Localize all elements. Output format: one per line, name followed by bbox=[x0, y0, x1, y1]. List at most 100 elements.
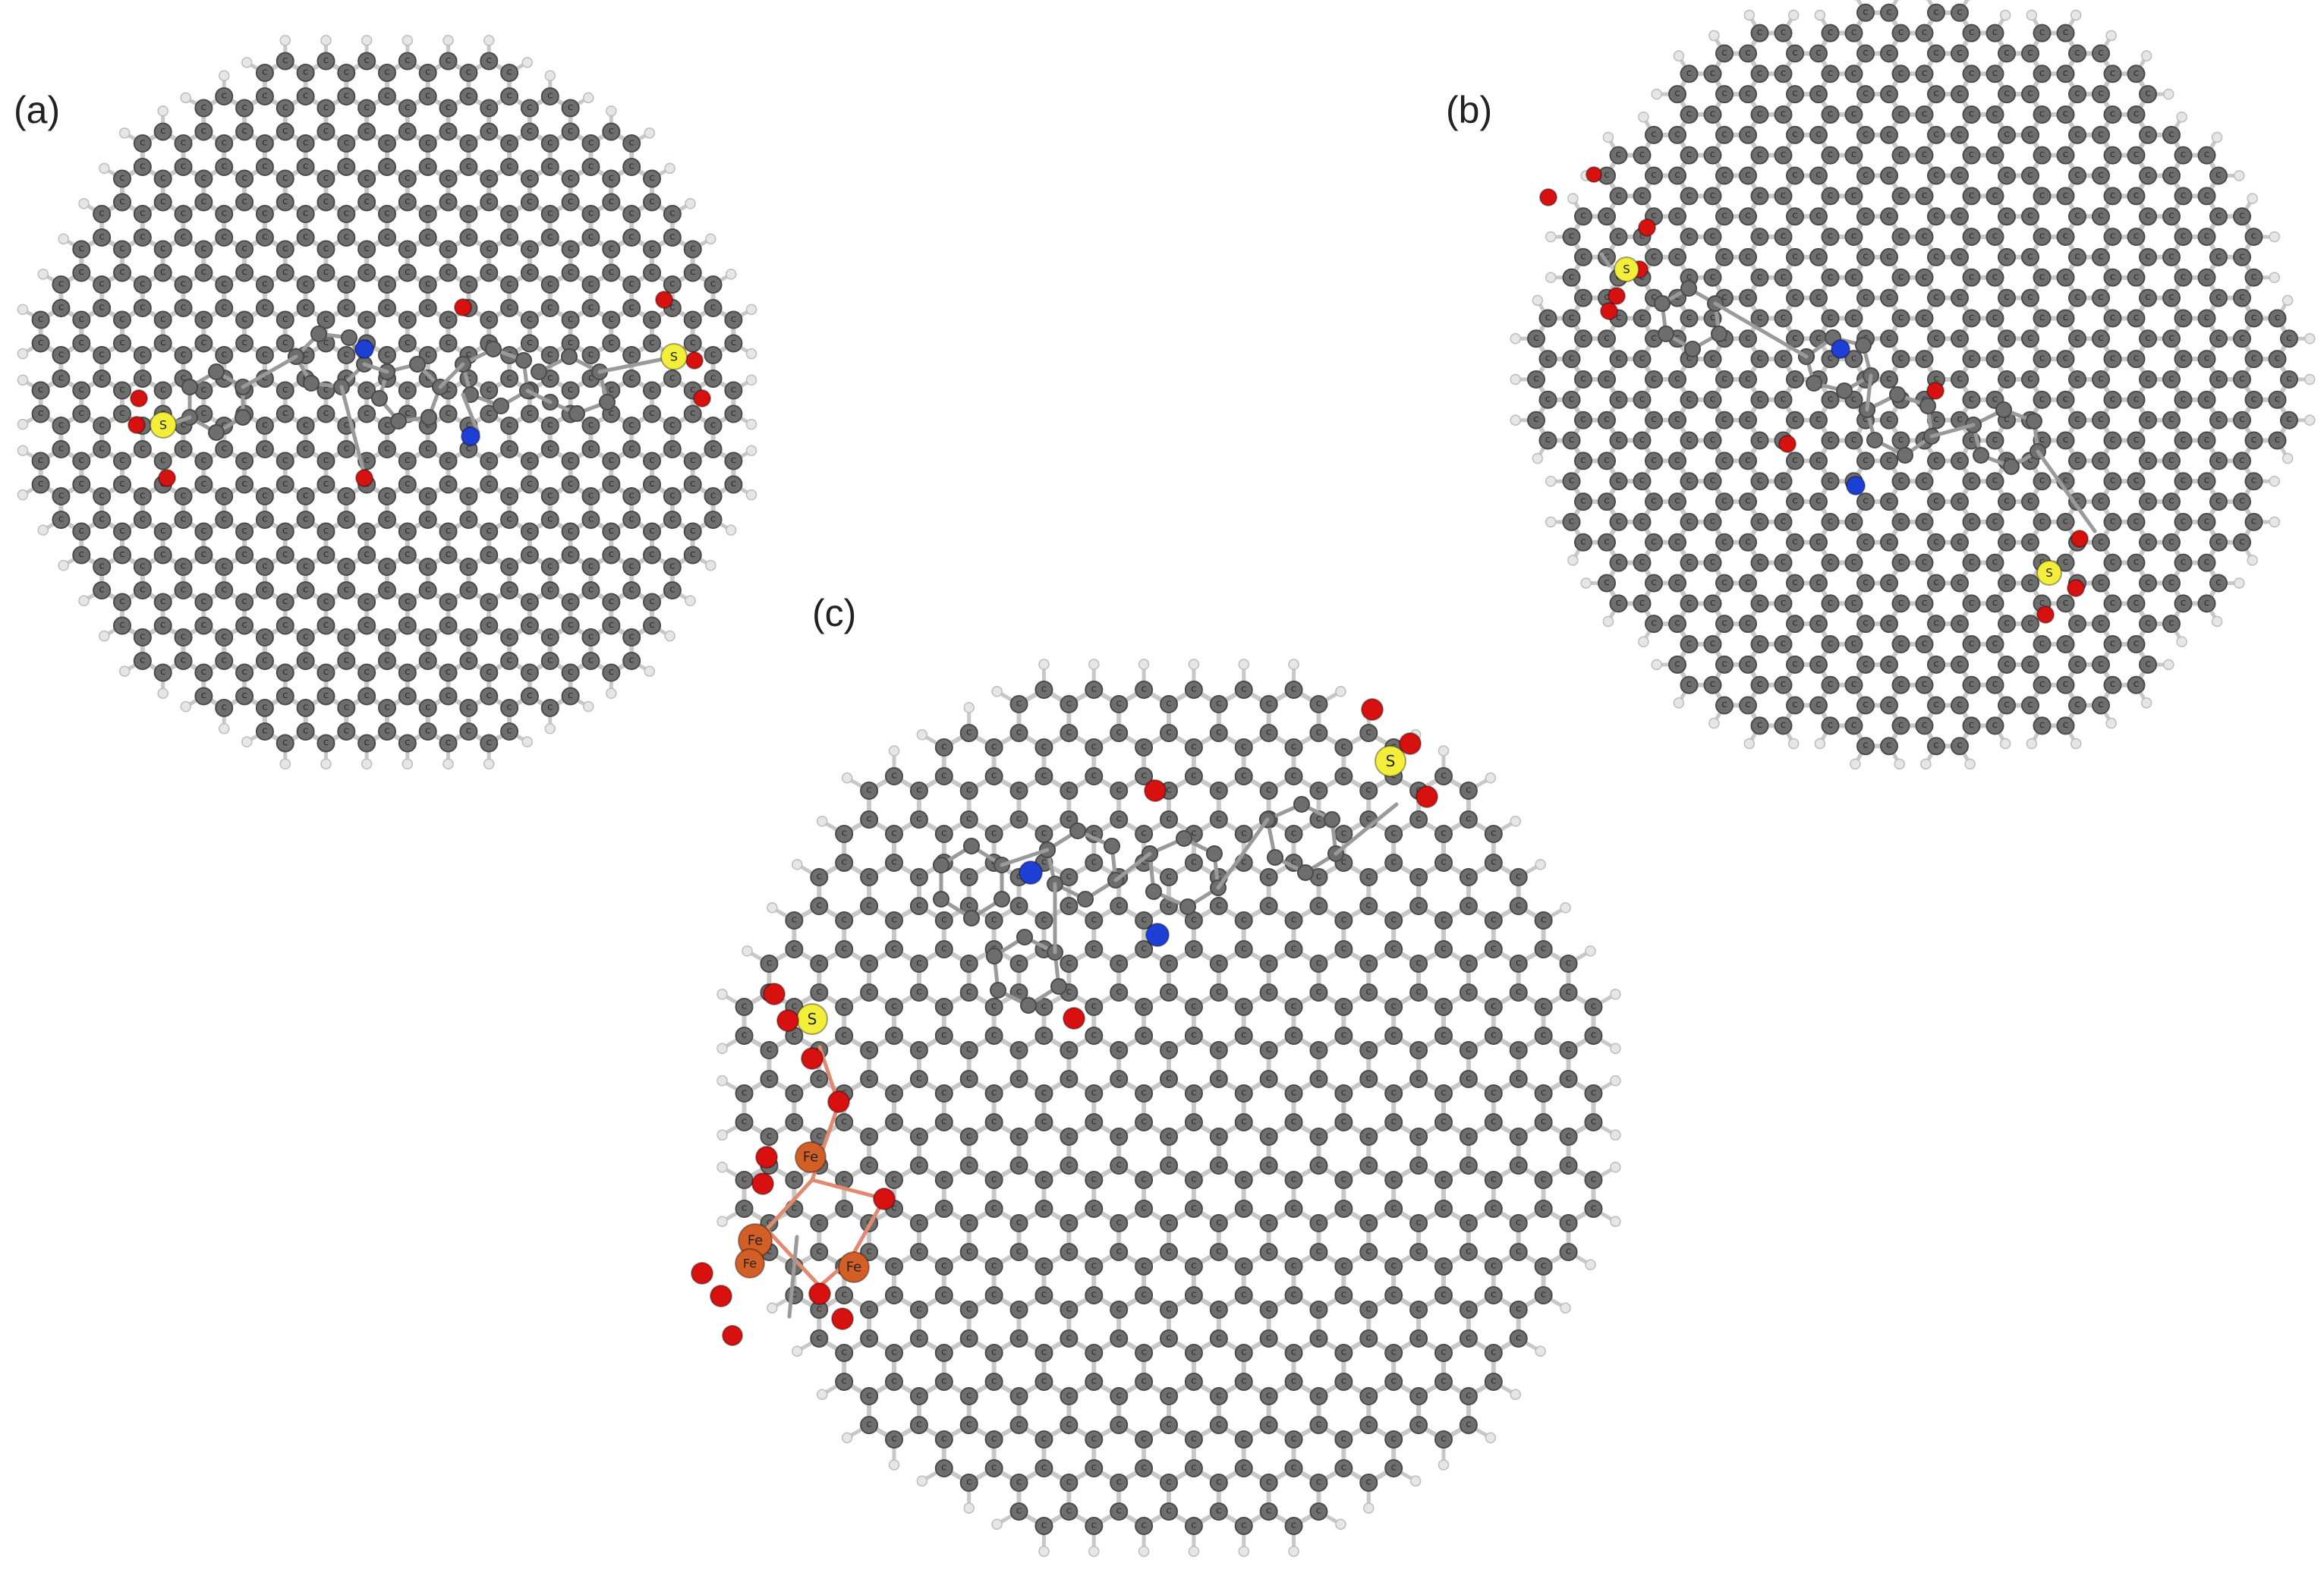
carbon-atom-label: C bbox=[1992, 314, 1998, 322]
carbon-atom-label: C bbox=[1545, 395, 1551, 404]
carbon-atom-label: C bbox=[1793, 253, 1798, 261]
carbon-atom-label: C bbox=[2133, 273, 2139, 282]
carbon-atom bbox=[112, 263, 131, 282]
carbon-atom-label: C bbox=[507, 422, 512, 430]
carbon-atom bbox=[174, 134, 193, 153]
carbon-atom-label: C bbox=[1652, 212, 1657, 221]
carbon-atom-label: C bbox=[507, 210, 512, 219]
carbon-atom-label: C bbox=[1569, 395, 1574, 404]
carbon-atom bbox=[174, 228, 193, 247]
carbon-atom-label: C bbox=[140, 234, 145, 242]
carbon-atom-label: C bbox=[487, 457, 492, 465]
carbon-atom-label: C bbox=[1757, 518, 1762, 526]
carbon-atom-label: C bbox=[1957, 8, 1963, 17]
carbon-atom bbox=[52, 511, 71, 529]
carbon-atom-label: C bbox=[222, 422, 227, 430]
carbon-atom-label: C bbox=[262, 93, 267, 101]
carbon-atom-label: C bbox=[2075, 49, 2080, 58]
carbon-atom-label: C bbox=[1781, 110, 1786, 118]
carbon-atom bbox=[235, 522, 254, 541]
carbon-atom bbox=[93, 440, 112, 458]
hydrogen-atom bbox=[2105, 717, 2117, 729]
carbon-atom bbox=[52, 487, 71, 505]
carbon-atom bbox=[235, 193, 254, 212]
carbon-atom-label: C bbox=[405, 175, 410, 183]
carbon-atom-label: C bbox=[2063, 518, 2068, 526]
carbon-atom-label: C bbox=[2099, 701, 2104, 709]
carbon-atom-label: C bbox=[1957, 538, 1963, 546]
carbon-atom-label: C bbox=[2004, 49, 2010, 58]
carbon-atom-label: C bbox=[364, 269, 370, 277]
carbon-atom-label: C bbox=[1604, 538, 1610, 546]
carbon-atom-label: C bbox=[2028, 212, 2033, 221]
carbon-atom-label: C bbox=[669, 516, 675, 524]
carbon-atom bbox=[112, 593, 131, 612]
carbon-atom bbox=[378, 205, 396, 223]
carbon-atom bbox=[296, 628, 315, 647]
carbon-atom-label: C bbox=[690, 269, 695, 277]
carbon-atom bbox=[215, 205, 234, 223]
carbon-atom-label: C bbox=[2075, 212, 2080, 221]
carbon-atom-label: C bbox=[527, 127, 532, 136]
carbon-atom-label: C bbox=[405, 269, 410, 277]
carbon-atom-label: C bbox=[2204, 599, 2209, 608]
carbon-atom-label: C bbox=[79, 527, 84, 536]
carbon-atom-label: C bbox=[609, 127, 614, 136]
carbon-atom-label: C bbox=[1969, 151, 1974, 159]
carbon-atom-label: C bbox=[1957, 579, 1963, 587]
carbon-atom-label: C bbox=[2004, 579, 2010, 587]
carbon-atom-label: C bbox=[160, 621, 165, 630]
carbon-atom-label: C bbox=[2004, 376, 2010, 384]
carbon-atom-label: C bbox=[1992, 355, 1998, 363]
hydrogen-atom bbox=[2247, 555, 2258, 566]
hydrogen-atom bbox=[180, 700, 192, 713]
carbon-atom-label: C bbox=[446, 669, 451, 677]
carbon-atom-label: C bbox=[405, 339, 410, 348]
carbon-atom bbox=[276, 663, 294, 682]
carbon-atom-label: C bbox=[2063, 436, 2068, 445]
molecule-carbon bbox=[1919, 398, 1936, 414]
carbon-atom bbox=[235, 334, 254, 353]
carbon-atom-label: C bbox=[1922, 151, 1927, 159]
carbon-atom bbox=[337, 487, 356, 505]
carbon-atom-label: C bbox=[262, 422, 267, 430]
carbon-atom bbox=[378, 228, 396, 247]
molecule-carbon bbox=[371, 390, 388, 407]
carbon-atom-label: C bbox=[1816, 701, 1822, 709]
carbon-atom-label: C bbox=[2075, 620, 2080, 628]
carbon-atom bbox=[72, 310, 91, 329]
carbon-atom-label: C bbox=[609, 339, 614, 348]
carbon-atom bbox=[93, 487, 112, 505]
carbon-atom-label: C bbox=[160, 198, 165, 206]
carbon-atom-label: C bbox=[1816, 457, 1822, 465]
carbon-atom-label: C bbox=[323, 269, 329, 277]
carbon-atom-label: C bbox=[222, 281, 227, 289]
carbon-atom-label: C bbox=[2004, 660, 2010, 669]
carbon-atom-label: C bbox=[242, 339, 247, 348]
carbon-atom-label: C bbox=[1652, 498, 1657, 506]
carbon-atom-label: C bbox=[568, 104, 573, 112]
carbon-atom-label: C bbox=[1898, 110, 1904, 118]
carbon-atom bbox=[133, 275, 152, 294]
carbon-atom-label: C bbox=[282, 175, 288, 183]
carbon-atom bbox=[153, 451, 172, 470]
carbon-atom-label: C bbox=[99, 445, 105, 454]
carbon-atom-label: C bbox=[344, 304, 349, 313]
carbon-atom-label: C bbox=[99, 587, 105, 595]
carbon-atom-label: C bbox=[1652, 457, 1657, 465]
carbon-atom-label: C bbox=[181, 445, 186, 454]
carbon-atom-label: C bbox=[1581, 457, 1586, 465]
carbon-atom-label: C bbox=[446, 480, 451, 489]
carbon-atom-label: C bbox=[487, 598, 492, 606]
carbon-atom-label: C bbox=[1569, 233, 1574, 241]
carbon-atom-label: C bbox=[588, 304, 594, 313]
carbon-atom-label: C bbox=[446, 457, 451, 465]
carbon-atom bbox=[378, 581, 396, 599]
carbon-atom-label: C bbox=[1898, 314, 1904, 322]
carbon-atom bbox=[31, 310, 50, 329]
carbon-atom-label: C bbox=[364, 621, 370, 630]
carbon-atom-label: C bbox=[1863, 538, 1869, 546]
carbon-atom bbox=[112, 381, 131, 400]
carbon-atom bbox=[194, 593, 213, 612]
carbon-atom-label: C bbox=[1898, 599, 1904, 608]
